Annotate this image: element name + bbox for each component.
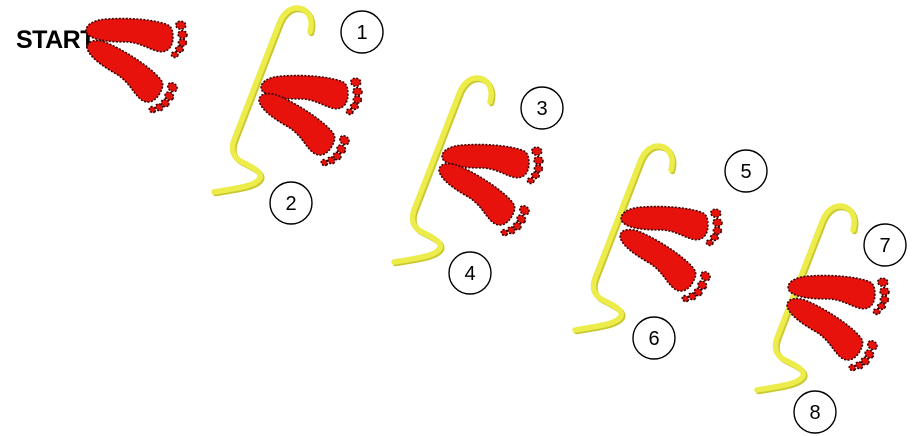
step-number-label: 3 xyxy=(536,98,547,120)
step-number-label: 1 xyxy=(356,22,367,44)
step-number-circle xyxy=(520,86,564,130)
step-number-circle xyxy=(863,223,907,267)
step-number-circle xyxy=(724,149,768,193)
step-number-label: 4 xyxy=(464,263,475,285)
step-number-3: 3 xyxy=(520,86,564,130)
step-number-circle xyxy=(632,316,676,360)
step-number-1: 1 xyxy=(340,10,384,54)
step-number-5: 5 xyxy=(724,149,768,193)
step-number-2: 2 xyxy=(269,181,313,225)
step-number-label: 6 xyxy=(648,328,659,350)
step-number-7: 7 xyxy=(863,223,907,267)
step-number-circle xyxy=(269,181,313,225)
step-number-label: 2 xyxy=(285,193,296,215)
start-label: START xyxy=(16,26,95,54)
step-number-label: 7 xyxy=(879,235,890,257)
step-number-6: 6 xyxy=(632,316,676,360)
step-number-label: 8 xyxy=(809,402,820,424)
step-number-circle xyxy=(793,390,837,434)
step-number-circle xyxy=(448,251,492,295)
step-number-label: 5 xyxy=(740,161,751,183)
step-number-8: 8 xyxy=(793,390,837,434)
step-number-circle xyxy=(340,10,384,54)
step-number-4: 4 xyxy=(448,251,492,295)
